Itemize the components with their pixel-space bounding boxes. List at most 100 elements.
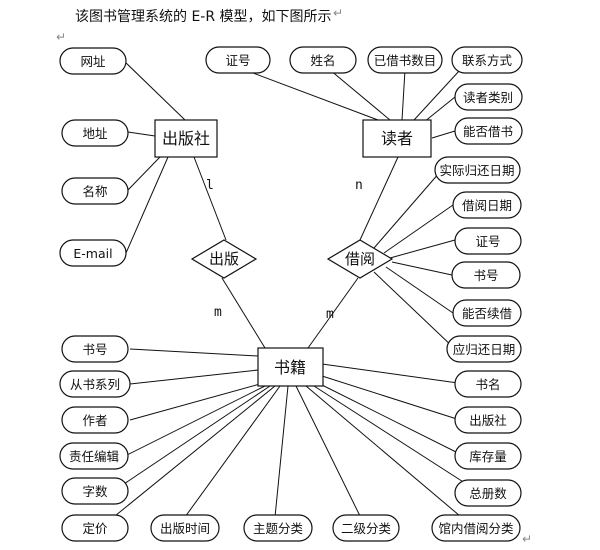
attribute-label: 馆内借阅分类 [438, 521, 514, 536]
attr-library-class: 馆内借阅分类 [431, 514, 521, 542]
attribute-label: 作者 [82, 413, 107, 428]
attribute-ellipse [452, 299, 522, 327]
edge [129, 383, 261, 421]
attribute-label: 书号 [473, 268, 498, 283]
entity-box [362, 119, 432, 158]
attr-secondary-class: 二级分类 [332, 514, 400, 542]
edge [221, 277, 266, 349]
attr-reader-type: 读者类别 [454, 83, 523, 111]
attr-book-publisher: 出版社 [454, 406, 522, 434]
attribute-label: 总册数 [469, 486, 507, 501]
attribute-ellipse [454, 442, 522, 470]
attr-editor: 责任编辑 [59, 442, 129, 470]
edge [319, 383, 463, 456]
attribute-label: 二级分类 [341, 521, 392, 536]
edge [127, 131, 156, 137]
attribute-label: 主题分类 [253, 521, 304, 536]
edge [125, 156, 169, 254]
edge [305, 385, 461, 517]
attr-book-title: 书名 [454, 370, 522, 398]
attribute-ellipse [451, 261, 521, 289]
attribute-label: 证号 [225, 53, 250, 68]
edge [129, 369, 259, 385]
attr-can-renew: 能否续借 [452, 299, 522, 327]
relation-publish: 出版 [190, 239, 258, 279]
attribute-ellipse [61, 477, 129, 505]
attr-word-count: 字数 [61, 477, 129, 505]
attribute-ellipse [289, 46, 357, 74]
entity-label: 读者 [381, 129, 413, 148]
cardinality-label: m [326, 307, 334, 322]
edge [413, 69, 461, 121]
attribute-label: 书号 [82, 342, 107, 357]
relation-diamond [326, 239, 394, 279]
cardinality-label: n [355, 178, 363, 193]
attribute-ellipse [451, 46, 523, 74]
attribute-label: 证号 [475, 234, 500, 249]
attr-due-date: 应归还日期 [446, 335, 522, 363]
attr-reader-name: 姓名 [289, 46, 357, 74]
edge [295, 385, 361, 517]
return-mark: ↵ [56, 30, 66, 44]
edge [127, 156, 161, 191]
attr-author: 作者 [61, 406, 129, 434]
attr-borrow-card-no: 证号 [454, 227, 522, 255]
edge [129, 348, 259, 357]
edge [383, 204, 454, 254]
attr-can-borrow: 能否借书 [454, 117, 523, 145]
attribute-ellipse [205, 46, 271, 74]
attribute-ellipse [59, 47, 127, 75]
attribute-ellipse [452, 191, 522, 219]
entity-box [154, 119, 218, 158]
attribute-label: 能否借书 [463, 124, 513, 139]
attr-name: 名称 [61, 177, 129, 205]
attribute-ellipse [431, 514, 521, 542]
attribute-label: 字数 [82, 484, 108, 499]
relation-diamond [190, 239, 258, 279]
attr-borrow-book-no: 书号 [451, 261, 521, 289]
edge [184, 385, 281, 518]
diagram-title: 该图书管理系统的 E-R 模型，如下图所示 [75, 9, 332, 25]
attr-total-copies: 总册数 [454, 479, 522, 507]
attribute-label: 借阅日期 [462, 198, 512, 213]
edges [109, 59, 469, 521]
attr-email: E-mail [59, 239, 127, 267]
attribute-label: 定价 [82, 521, 108, 536]
edge [401, 69, 406, 121]
attribute-label: 责任编辑 [69, 449, 119, 464]
attribute-ellipse [454, 479, 522, 507]
return-mark: ↵ [333, 6, 343, 20]
attribute-ellipse [454, 227, 522, 255]
edge [431, 130, 456, 139]
edge [122, 59, 186, 121]
entity-box [257, 347, 324, 387]
attribute-ellipse [61, 119, 129, 147]
attribute-label: 出版时间 [160, 521, 210, 536]
attribute-ellipse [59, 370, 131, 398]
attribute-ellipse [61, 514, 129, 542]
attr-price: 定价 [61, 514, 129, 542]
edge [373, 271, 456, 350]
attribute-ellipse [454, 83, 523, 111]
attribute-ellipse [454, 406, 522, 434]
attr-contact: 联系方式 [451, 46, 523, 74]
edge [391, 261, 453, 276]
attribute-label: 名称 [82, 184, 107, 199]
edge [109, 385, 276, 521]
attr-subject-class: 主题分类 [243, 514, 313, 542]
edge [114, 385, 271, 491]
attribute-label: 从书系列 [70, 377, 120, 392]
edge [307, 277, 359, 349]
attribute-label: 网址 [80, 54, 106, 69]
edge [321, 363, 459, 384]
edge [193, 156, 227, 241]
relation-label: 借阅 [345, 250, 375, 268]
attribute-ellipse [243, 514, 313, 542]
edge [329, 69, 391, 121]
attribute-ellipse [61, 177, 129, 205]
edge [244, 69, 379, 121]
attr-borrow-date: 借阅日期 [452, 191, 522, 219]
attribute-ellipse [446, 335, 522, 363]
attr-publish-time: 出版时间 [150, 514, 220, 542]
edge [313, 385, 469, 486]
